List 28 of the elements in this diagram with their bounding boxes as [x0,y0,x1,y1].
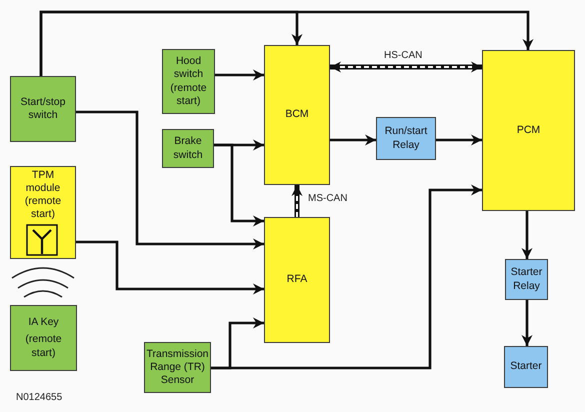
node-label: RFA [286,273,308,287]
starter-box [504,346,548,388]
node-label: Starter [510,360,542,374]
relay-box [376,117,436,160]
node-label: Starter Relay [510,266,544,293]
node-label: Start/stop switch [20,96,66,122]
node-label: BCM [285,108,309,122]
edge-label: HS-CAN [384,50,422,61]
node-label: Transmission Range (TR) Sensor [145,348,210,388]
module-box [264,45,330,185]
module-box [482,50,575,211]
key-box [10,305,77,371]
module-box [10,166,76,259]
figure-number: N0124655 [16,392,62,403]
node-label: TPM module (remote start) [24,169,62,222]
node-label: PCM [516,124,540,138]
node-label: IA Key [28,316,59,330]
sensor-box [144,342,211,393]
node-label: Hood switch (remote start) [169,55,208,108]
switch-box [162,49,215,114]
note-text: (remote start) [24,333,63,360]
node-label: Brake switch [172,135,204,162]
relay-box [505,259,548,300]
switch-box [10,76,76,142]
module-box [264,217,330,343]
edge-label: MS-CAN [308,193,348,204]
switch-box [162,129,214,168]
node-label: Run/start Relay [384,125,428,152]
